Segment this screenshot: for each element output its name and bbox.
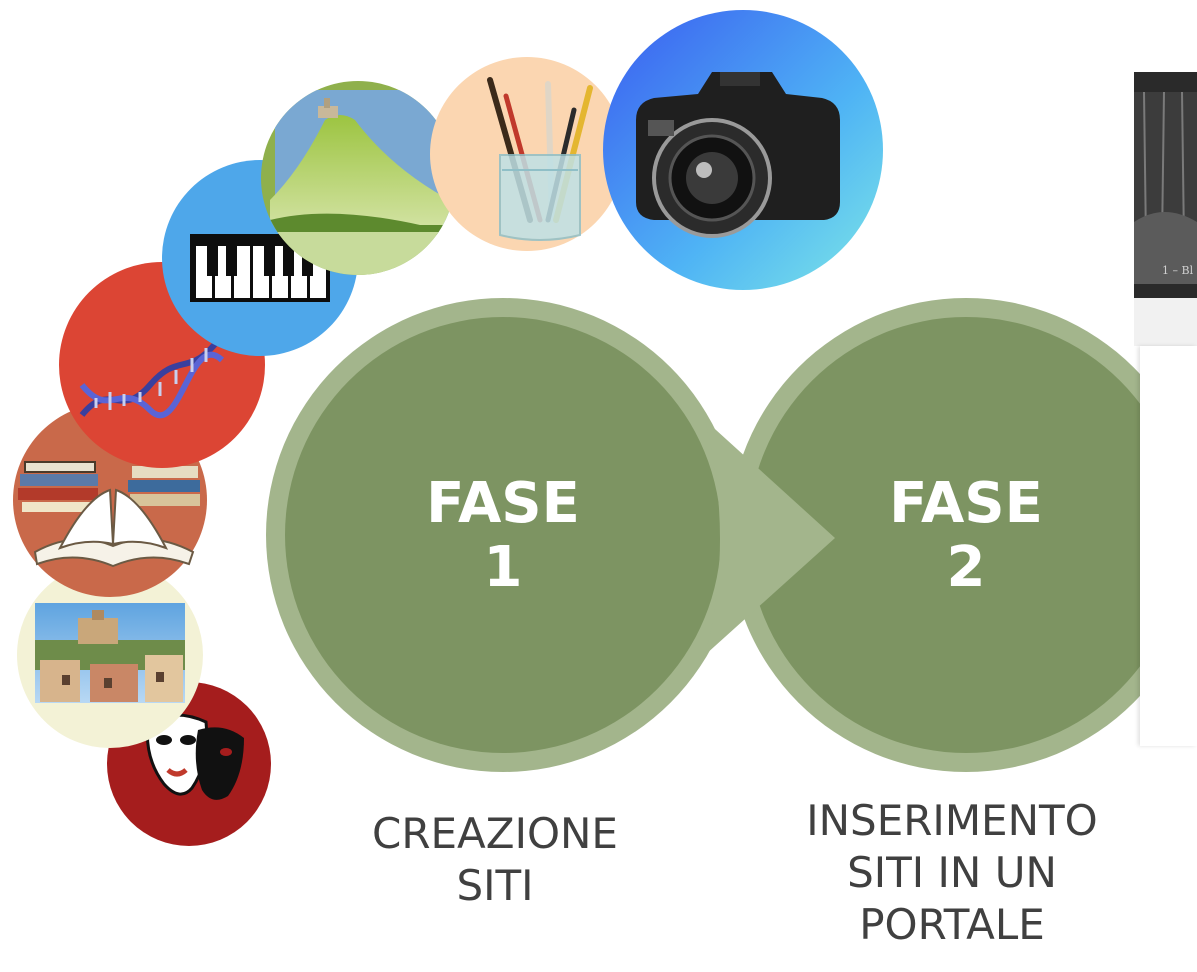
website-screenshot-fragment [1134, 72, 1197, 298]
phase-2-title: FASE 2 [816, 472, 1116, 600]
phase-2-caption: INSERIMENTO SITI IN UN PORTALE [742, 795, 1162, 951]
phase-1-caption-line1: CREAZIONE [372, 809, 618, 858]
phase-1-title: FASE 1 [353, 472, 653, 600]
phase-1-title-line2: 1 [483, 535, 523, 600]
screenshot-caption: 1 – Bl [1162, 264, 1194, 277]
paintbrushes-icon [430, 57, 624, 251]
phase-2-title-line2: 2 [946, 535, 986, 600]
phase-2-caption-line1: INSERIMENTO [806, 796, 1098, 845]
forest-photo [1134, 92, 1197, 284]
screenshot-strip [1134, 298, 1197, 346]
phase-1-title-line1: FASE [426, 471, 580, 536]
phase-2-caption-line3: PORTALE [859, 900, 1045, 949]
town-photo-icon [17, 562, 203, 748]
hill-landscape-icon [261, 81, 455, 275]
phase-1-circle [266, 298, 740, 772]
camera-icon [603, 10, 883, 290]
phase-2-title-line1: FASE [889, 471, 1043, 536]
connector-arrow [705, 420, 835, 655]
phase-2-circle [729, 298, 1197, 772]
phase-2-caption-line2: SITI IN UN [847, 848, 1057, 897]
screenshot-panel [1140, 346, 1197, 746]
phase-1-caption: CREAZIONE SITI [285, 808, 705, 912]
phase-1-caption-line2: SITI [456, 861, 534, 910]
